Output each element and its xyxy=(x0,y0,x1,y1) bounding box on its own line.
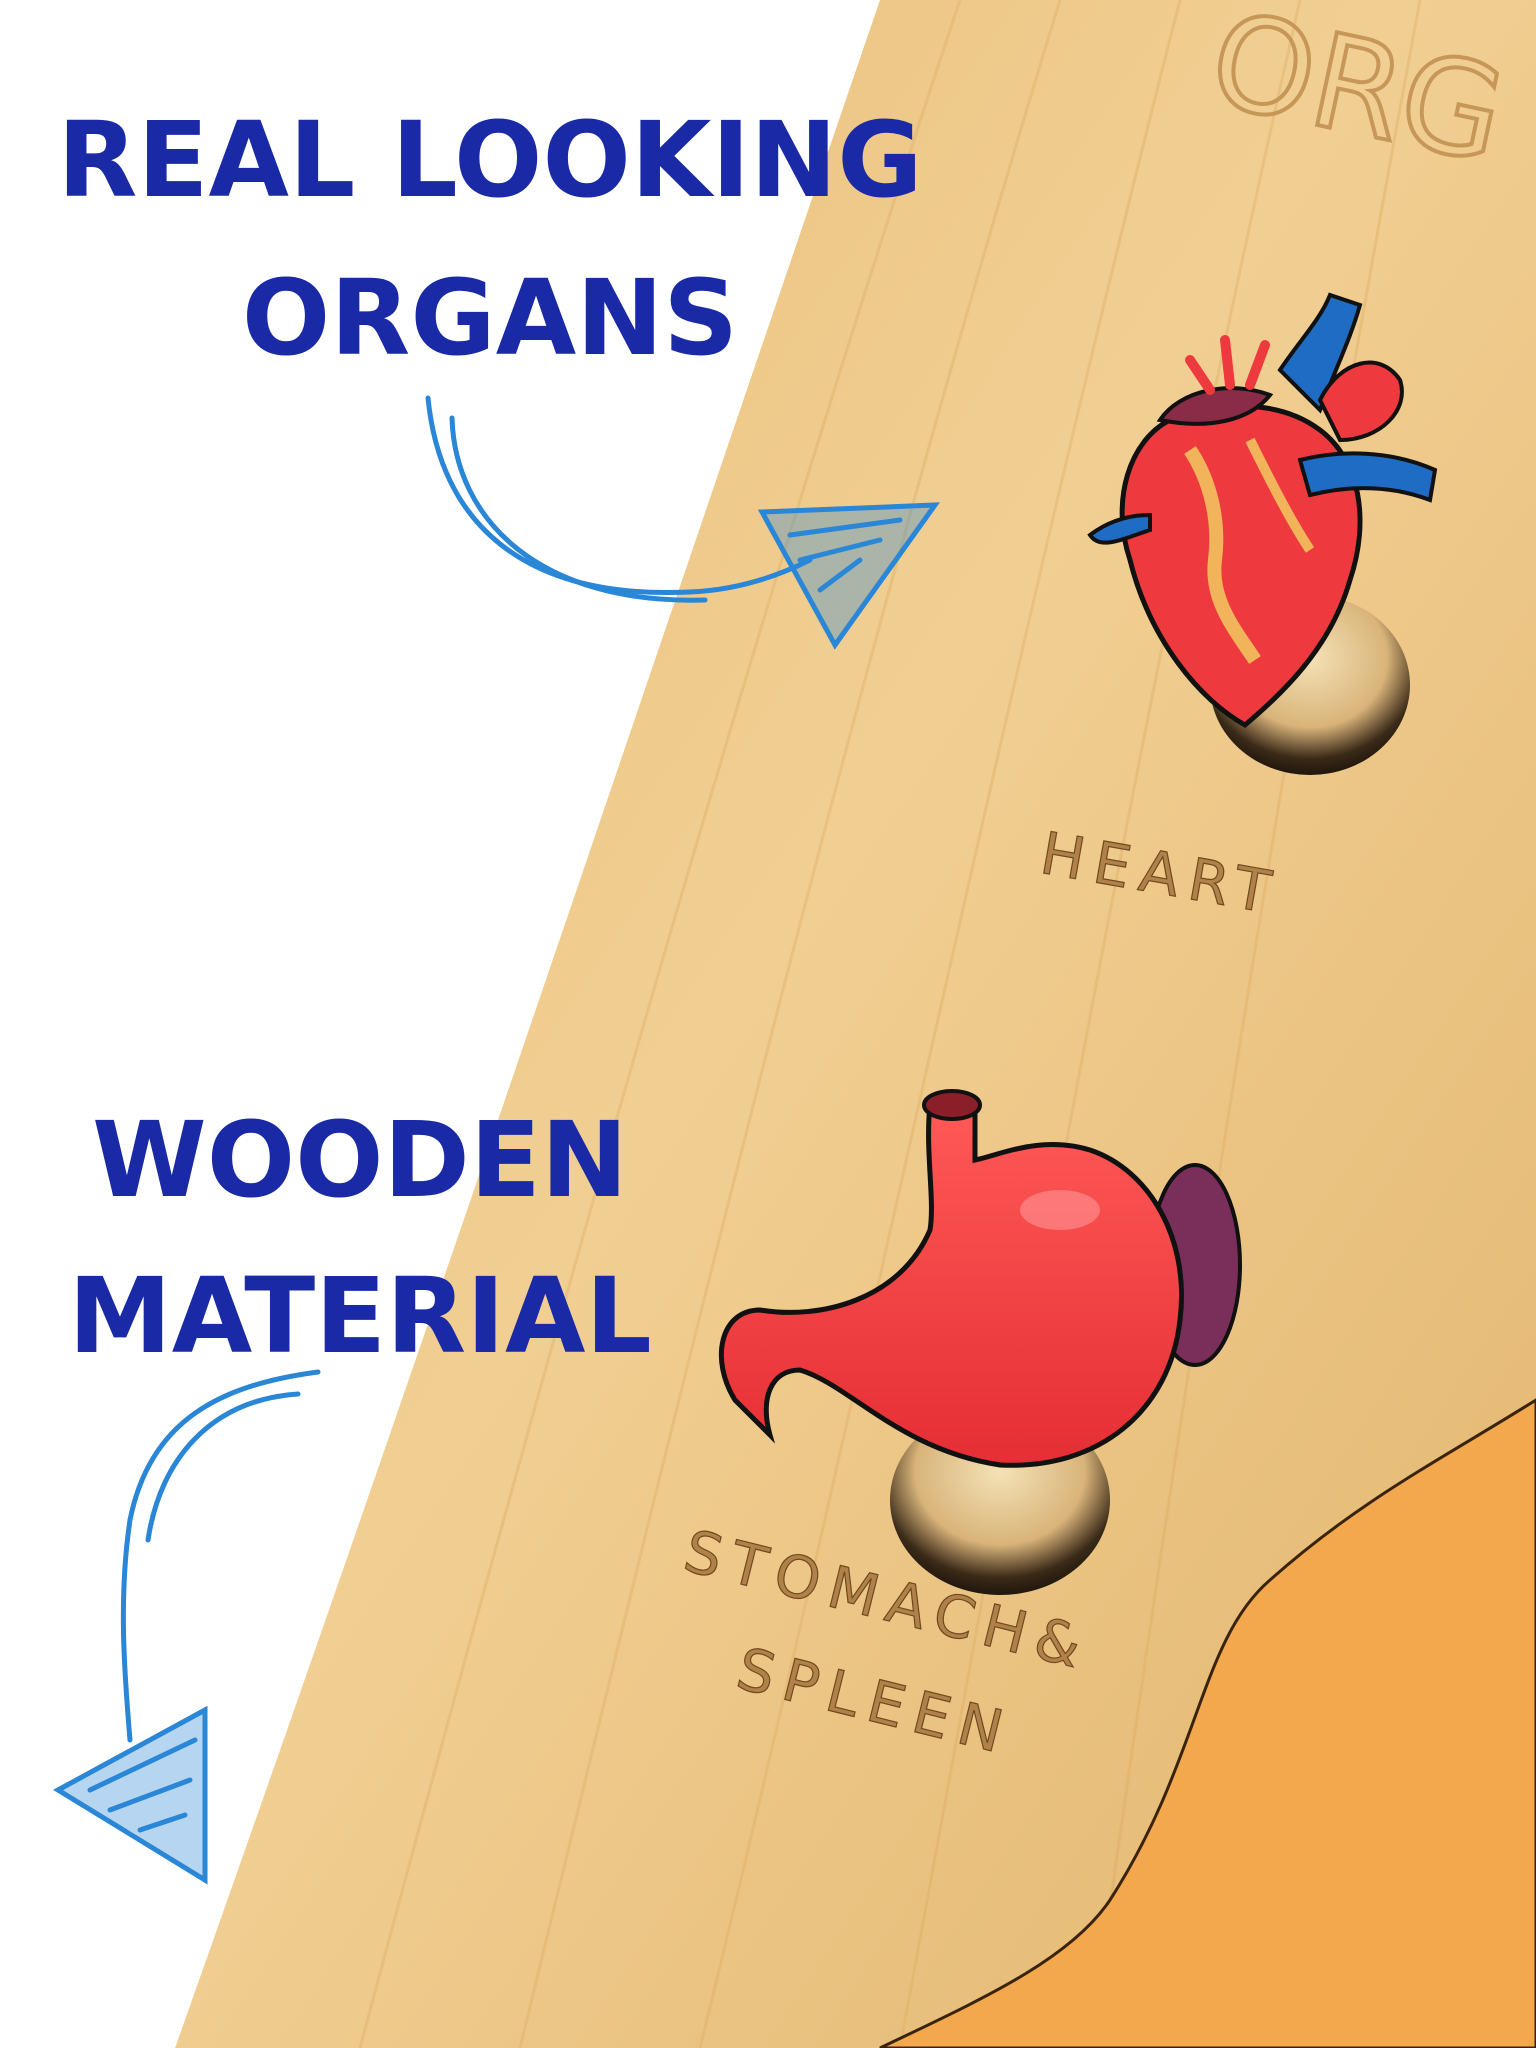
headline-wooden-material: WOODEN MATERIAL xyxy=(40,1108,680,1368)
headline-line: WOODEN xyxy=(92,1099,628,1221)
headline-line: REAL LOOKING xyxy=(57,99,923,221)
arrow-icon xyxy=(53,1369,321,1885)
headline-real-looking-organs: REAL LOOKING ORGANS xyxy=(40,108,940,370)
arrow-icon xyxy=(425,395,941,650)
wood-grain xyxy=(358,0,1422,2048)
stomach-icon xyxy=(718,1089,1184,1468)
headline-line: MATERIAL xyxy=(68,1255,652,1377)
heart-icon xyxy=(1087,292,1438,729)
headline-line: ORGANS xyxy=(241,257,739,379)
body-silhouette xyxy=(879,1398,1536,2048)
